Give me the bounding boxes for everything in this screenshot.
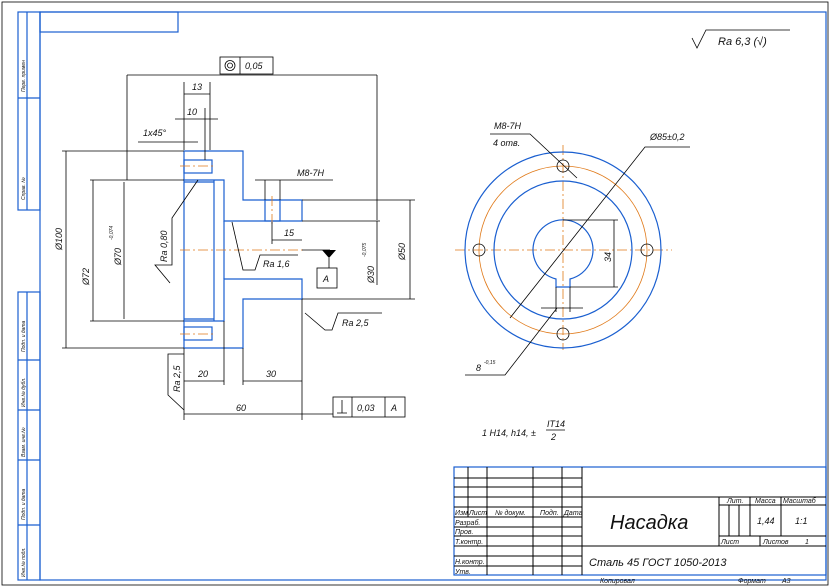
tolerance-note: 1 H14, h14, ± IT14 2 xyxy=(482,419,565,442)
front-holes-count: 4 отв. xyxy=(493,138,520,148)
side-label: Перв. примен xyxy=(21,60,27,92)
dim-34: 34 xyxy=(603,252,613,262)
role-norm-control: Н.контр. xyxy=(455,559,485,566)
runout-tolerance-value: 0,05 xyxy=(245,61,264,71)
dim-chamfer: 1x45° xyxy=(143,128,167,138)
side-label: Инв.№ дубл. xyxy=(21,378,27,407)
datum-label: A xyxy=(322,274,329,284)
dim-10: 10 xyxy=(187,107,197,117)
perpendicularity-value: 0,03 xyxy=(357,403,375,413)
bolt-hole xyxy=(472,243,486,257)
dim-d50: Ø50 xyxy=(397,243,407,261)
perpendicularity-tolerance-frame xyxy=(332,396,406,418)
role-tech-control: Т.контр. xyxy=(455,539,483,546)
side-label: Подп. и дата xyxy=(21,320,27,352)
datum-box xyxy=(316,267,338,289)
material: Сталь 45 ГОСТ 1050-2013 xyxy=(589,557,727,569)
perpendicularity-datum: A xyxy=(390,403,397,413)
note-denominator: 2 xyxy=(550,432,556,442)
role-checker: Пров. xyxy=(455,529,474,536)
note-text: 1 H14, h14, ± xyxy=(482,428,536,438)
roughness-general-label: Ra 6,3 (√) xyxy=(718,36,767,48)
format-label: Формат xyxy=(738,578,766,585)
side-label: Справ. № xyxy=(21,177,27,200)
part-name: Насадка xyxy=(610,512,688,534)
dim-20: 20 xyxy=(197,369,208,379)
col-date: Дата xyxy=(563,510,583,517)
dim-d72: Ø72 xyxy=(81,268,91,286)
front-thread-label: M8-7H xyxy=(494,121,522,131)
section-dimensions: 0,05 13 10 1x45° Ø100 Ø72 Ø70 -0,074 Ra … xyxy=(54,56,415,420)
dim-key-tol: -0,15 xyxy=(484,360,496,366)
role-developer: Разраб. xyxy=(455,519,480,527)
bolt-hole xyxy=(640,243,654,257)
section-view xyxy=(180,150,305,349)
drawing-frame xyxy=(39,11,827,581)
bolt-hole xyxy=(556,327,570,341)
dim-d70: Ø70 xyxy=(113,248,123,266)
side-label: Подп. и дата xyxy=(21,488,27,520)
mass-value: 1,44 xyxy=(757,516,775,526)
perpendicularity-icon xyxy=(337,400,347,414)
keyed-bore xyxy=(532,219,594,288)
title-block: Изм Лист № докум. Подп. Дата Разраб. Про… xyxy=(453,466,827,585)
roughness-ra080: Ra 0,80 xyxy=(159,230,169,262)
dim-30-length: 30 xyxy=(266,369,276,379)
roughness-ra25-right: Ra 2,5 xyxy=(342,318,370,328)
front-view: M8-7H 4 отв. Ø85±0,2 34 8 -0,15 xyxy=(455,121,690,376)
side-strip: Перв. примен Справ. № Подп. и дата Инв.№… xyxy=(17,11,41,581)
format-value: A3 xyxy=(781,578,791,585)
runout-circle-icon xyxy=(224,60,236,71)
sheet-label: Лист xyxy=(720,539,739,546)
col-sign: Подп. xyxy=(540,509,559,517)
runout-tolerance-frame xyxy=(219,56,274,75)
sheets-label: Листов xyxy=(762,539,789,546)
bolt-hole xyxy=(556,159,570,173)
roughness-ra16: Ra 1,6 xyxy=(263,259,290,269)
col-list: Лист xyxy=(468,510,487,517)
roughness-ra25-left: Ra 2,5 xyxy=(172,364,182,392)
note-numerator: IT14 xyxy=(547,419,565,429)
dim-d70-tol: -0,074 xyxy=(109,226,115,240)
scale-value: 1:1 xyxy=(795,516,808,526)
role-approved: Утв. xyxy=(454,569,471,576)
top-left-box xyxy=(39,11,179,33)
col-izm: Изм xyxy=(455,510,468,517)
dim-key: 8 xyxy=(476,363,481,373)
scale-label: Масштаб xyxy=(783,497,817,505)
dim-d30-tol: -0,075 xyxy=(362,243,368,257)
side-label: Инв.№ подл. xyxy=(21,547,27,577)
dim-m8-section: M8-7H xyxy=(297,168,325,178)
dim-d100: Ø100 xyxy=(54,228,64,251)
dim-60: 60 xyxy=(236,403,246,413)
lit-label: Лит. xyxy=(726,498,743,505)
side-label: Взам. инв.№ xyxy=(21,427,27,457)
general-roughness: Ra 6,3 (√) xyxy=(691,29,790,49)
sheets-value: 1 xyxy=(805,539,809,546)
copied-label: Копировал xyxy=(600,578,635,585)
dim-13: 13 xyxy=(192,82,202,92)
dim-pcd: Ø85±0,2 xyxy=(649,132,684,142)
dim-15: 15 xyxy=(284,228,295,238)
col-doc: № докум. xyxy=(495,509,526,517)
mass-label: Масса xyxy=(755,498,776,505)
dim-d30: Ø30 xyxy=(366,266,376,284)
